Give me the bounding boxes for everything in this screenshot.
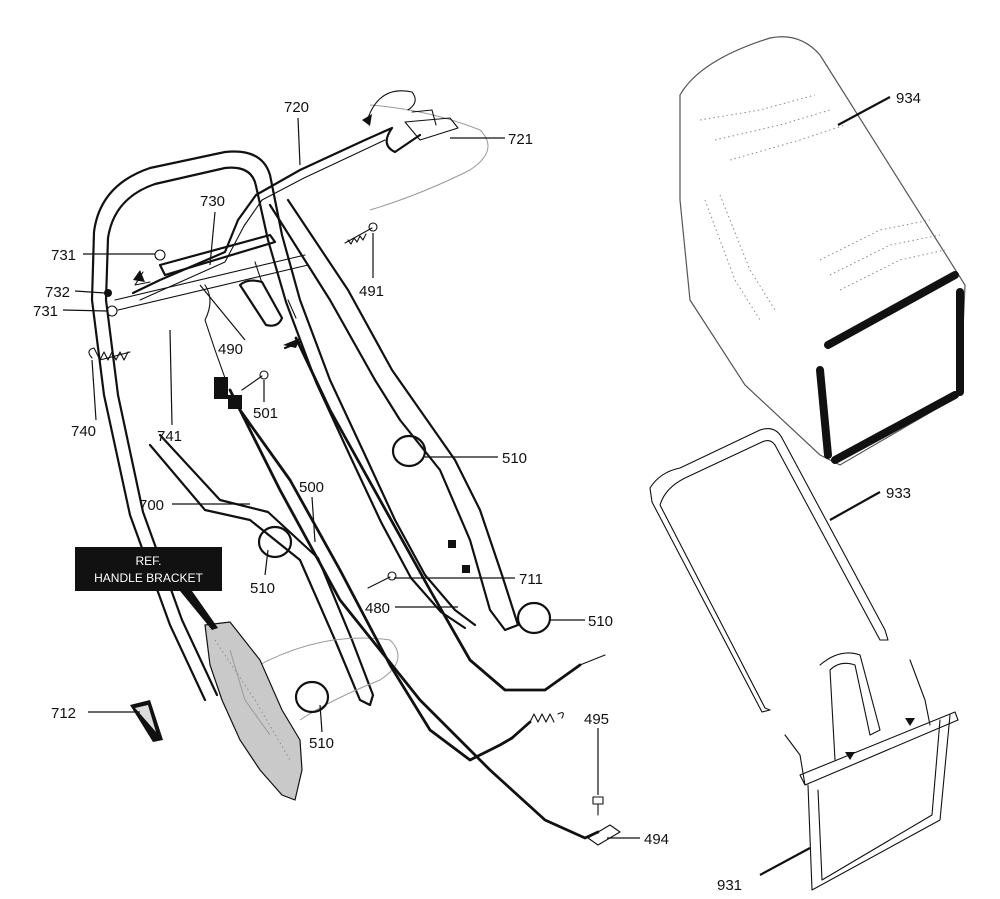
callout-712: 712 bbox=[51, 705, 76, 722]
handle-bracket bbox=[204, 621, 303, 801]
callout-510-right: 510 bbox=[588, 613, 613, 630]
screw-711 bbox=[367, 571, 397, 589]
callout-731-upper: 731 bbox=[51, 247, 76, 264]
cable-lower bbox=[204, 284, 600, 840]
clip-510-upper bbox=[391, 434, 427, 468]
screw-495 bbox=[592, 796, 604, 816]
cable-480 bbox=[294, 336, 606, 692]
callout-labels: 720 721 730 731 732 731 491 490 740 741 … bbox=[33, 90, 921, 894]
callout-933: 933 bbox=[886, 485, 911, 502]
callout-700: 700 bbox=[139, 497, 164, 514]
callout-500: 500 bbox=[299, 479, 324, 496]
callout-491: 491 bbox=[359, 283, 384, 300]
callout-501: 501 bbox=[253, 405, 278, 422]
clip-510-middle bbox=[257, 525, 293, 559]
clip-510-lower bbox=[294, 680, 330, 714]
callout-494: 494 bbox=[644, 831, 669, 848]
upper-handle bbox=[90, 150, 477, 702]
callout-931: 931 bbox=[717, 877, 742, 894]
callout-740: 740 bbox=[71, 423, 96, 440]
callout-480: 480 bbox=[365, 600, 390, 617]
ref-handle-bracket-box: REF. HANDLE BRACKET bbox=[75, 547, 222, 630]
bag-top-frame bbox=[649, 428, 889, 713]
screw-501 bbox=[241, 370, 269, 391]
cable-tie-494 bbox=[587, 824, 621, 846]
ref-box-line1: REF. bbox=[135, 554, 161, 568]
cable-500 bbox=[238, 408, 564, 762]
callout-510-upper: 510 bbox=[502, 450, 527, 467]
callout-731-lower: 731 bbox=[33, 303, 58, 320]
callout-510-lower: 510 bbox=[309, 735, 334, 752]
screw-491 bbox=[344, 222, 378, 245]
lower-handle-right bbox=[268, 198, 520, 632]
callout-495: 495 bbox=[584, 711, 609, 728]
callout-510-middle: 510 bbox=[250, 580, 275, 597]
callout-732: 732 bbox=[45, 284, 70, 301]
callout-741: 741 bbox=[157, 428, 182, 445]
bracket-outline bbox=[249, 104, 489, 721]
grass-catcher-bag bbox=[679, 36, 966, 466]
bag-lower-frame bbox=[784, 652, 959, 891]
callout-721: 721 bbox=[508, 131, 533, 148]
spring-740 bbox=[88, 347, 131, 361]
control-bail bbox=[131, 90, 459, 301]
clip-510-right bbox=[516, 601, 552, 635]
lower-handle-left bbox=[148, 433, 375, 707]
bolt-712 bbox=[130, 700, 163, 742]
callout-730: 730 bbox=[200, 193, 225, 210]
callout-711: 711 bbox=[519, 571, 543, 588]
callout-720: 720 bbox=[284, 99, 309, 116]
callout-934: 934 bbox=[896, 90, 921, 107]
callout-490: 490 bbox=[218, 341, 243, 358]
ref-box-line2: HANDLE BRACKET bbox=[94, 571, 203, 585]
leader-lines bbox=[62, 96, 891, 876]
cable-guide bbox=[238, 261, 302, 350]
zone-control-bracket bbox=[104, 233, 277, 317]
